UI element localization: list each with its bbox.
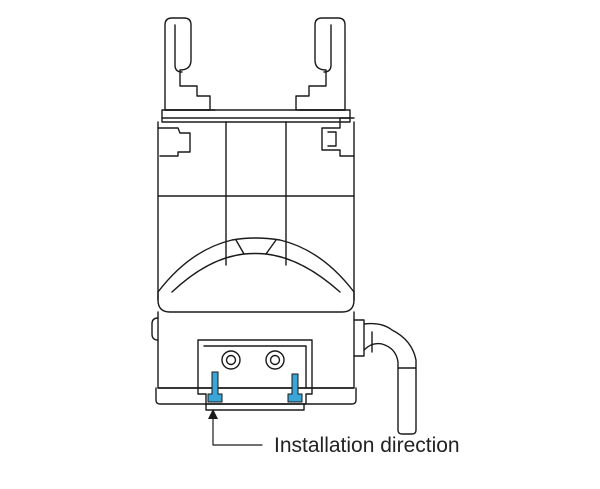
- installation-direction-label: Installation direction: [274, 434, 460, 457]
- mounting-plate: [197, 339, 313, 411]
- locating-pins: [207, 371, 303, 403]
- right-screw-icon: [265, 350, 285, 370]
- air-fitting: [353, 319, 417, 435]
- annotation-leader: [212, 417, 263, 446]
- right-finger: [295, 17, 346, 111]
- top-plate: [161, 109, 351, 123]
- main-housing: [157, 117, 355, 313]
- right-pin-icon: [287, 373, 303, 403]
- installation-arrow-icon: [208, 409, 218, 419]
- left-finger: [164, 17, 216, 111]
- lower-body: [151, 311, 357, 405]
- chevron-panel: [157, 237, 355, 301]
- left-screw-icon: [221, 350, 241, 370]
- left-pin-icon: [207, 371, 223, 403]
